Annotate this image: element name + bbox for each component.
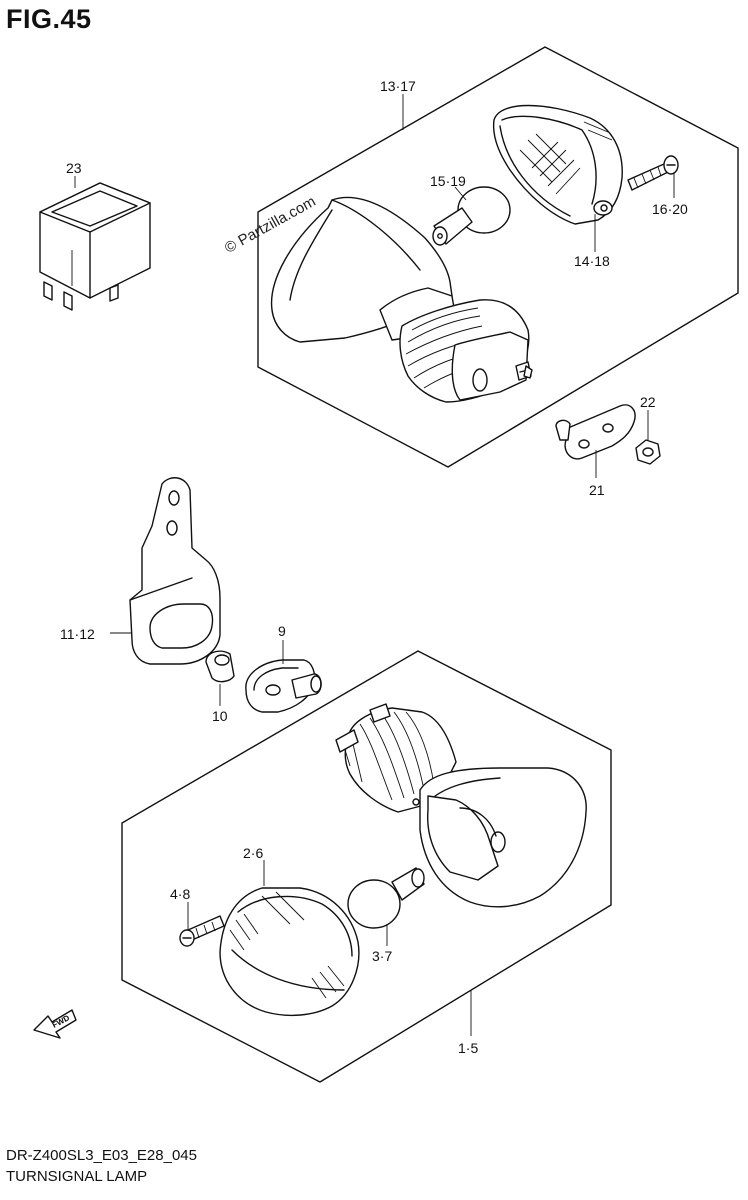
leader-15-19: [454, 186, 467, 201]
callout-22: 22: [640, 394, 656, 410]
callout-10: 10: [212, 708, 228, 724]
callout-15-19: 15·19: [430, 173, 466, 189]
model-code: DR-Z400SL3_E03_E28_045: [6, 1147, 197, 1164]
callout-21: 21: [589, 482, 605, 498]
upper-lens: [492, 104, 623, 225]
upper-lamp-body: [270, 196, 533, 403]
upper-assembly-panel: [257, 46, 739, 468]
lower-lens: [219, 887, 360, 1017]
bracket-part-11-12: [129, 477, 221, 665]
relay-part-23: [39, 182, 151, 311]
lower-bulb: [347, 867, 425, 929]
collar-part-9: [245, 659, 322, 713]
callout-3-7: 3·7: [372, 948, 393, 964]
forward-arrow-icon: FWD: [33, 1009, 77, 1039]
callout-11-12: 11·12: [60, 626, 95, 642]
callout-14-18: 14·18: [574, 253, 610, 269]
callout-4-8: 4·8: [170, 886, 191, 902]
callout-2-6: 2·6: [243, 845, 264, 861]
upper-screw: [627, 155, 679, 191]
callout-9: 9: [278, 623, 286, 639]
nut-part-22: [635, 439, 661, 465]
callout-16-20: 16·20: [652, 201, 688, 217]
lower-screw: [179, 915, 225, 947]
figure-name: TURNSIGNAL LAMP: [6, 1168, 148, 1185]
callout-1-5: 1·5: [458, 1040, 479, 1056]
lower-assembly-panel: [121, 650, 612, 1083]
plate-part-21: [555, 404, 636, 460]
callout-23: 23: [66, 160, 82, 176]
lower-lamp-body: [335, 703, 587, 908]
callout-13-17: 13·17: [380, 78, 416, 94]
upper-bulb: [432, 186, 511, 246]
bushing-part-10: [205, 650, 235, 683]
figure-title: FIG.45: [6, 4, 92, 34]
